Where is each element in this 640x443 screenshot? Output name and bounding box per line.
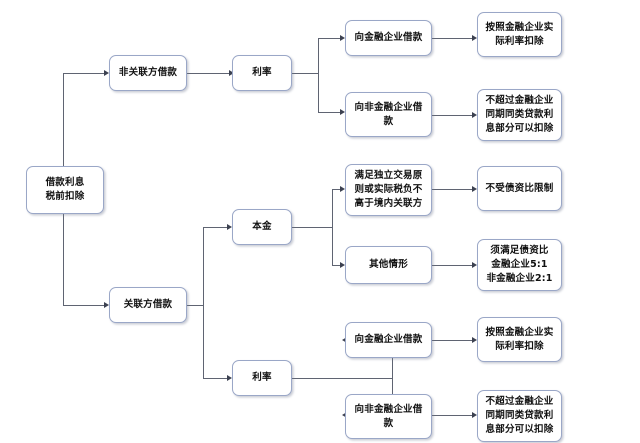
node-result-no-debt-equity-limit[interactable]: 不受债资比限制 <box>477 166 562 211</box>
node-principal[interactable]: 本金 <box>232 209 292 245</box>
node-result-nonfinancial-top[interactable]: 不超过金融企业 同期同类贷款利 息部分可以扣除 <box>477 89 562 141</box>
node-result-debt-equity-ratio-line2: 金融企业5:1 <box>491 259 548 271</box>
arrow-rate-top-to-fin <box>340 34 345 41</box>
arrow-nonfin-bottom-to-result <box>472 411 477 418</box>
edge-related-to-rate <box>203 378 229 379</box>
arrow-principal-to-armslength <box>340 185 345 192</box>
arrow-fin-bottom-to-result <box>472 336 477 343</box>
node-root-line1: 借款利息 <box>45 177 85 189</box>
arrow-armslength-to-result <box>472 185 477 192</box>
edge-rate-top-out <box>292 73 318 74</box>
node-root[interactable]: 借款利息 税前扣除 <box>26 166 104 214</box>
node-rate-top-label: 利率 <box>252 67 272 79</box>
edge-fin-top-to-result <box>432 38 474 39</box>
edge-related-to-principal <box>203 227 229 228</box>
edge-principal-out <box>292 227 332 228</box>
node-result-debt-equity-ratio[interactable]: 须满足债资比 金融企业5:1 非金融企业2:1 <box>477 239 562 291</box>
arrow-nonfin-top-to-result <box>472 111 477 118</box>
node-financial-loan-bottom-label: 向金融企业借款 <box>354 334 423 346</box>
arrow-related-to-rate <box>227 374 232 381</box>
node-result-financial-bottom[interactable]: 按照金融企业实 际利率扣除 <box>477 317 562 362</box>
node-result-debt-equity-ratio-line3: 非金融企业2:1 <box>486 272 553 284</box>
node-nonfinancial-loan-bottom[interactable]: 向非金融企业借 款 <box>345 394 432 439</box>
node-financial-loan-top-label: 向金融企业借款 <box>354 32 423 44</box>
node-other-case-label: 其他情形 <box>369 259 408 271</box>
edge-related-trunk <box>203 227 204 378</box>
node-rate-top[interactable]: 利率 <box>232 55 292 91</box>
edge-rate-top-to-nonfin <box>318 112 342 113</box>
node-result-nonfinancial-bottom-line1: 不超过金融企业 <box>485 396 554 408</box>
edge-nonrelated-to-rate <box>187 73 231 74</box>
edge-principal-trunk <box>332 189 333 265</box>
node-nonfinancial-loan-top[interactable]: 向非金融企业借 款 <box>345 92 432 137</box>
node-arms-length-line3: 高于境内关联方 <box>354 197 423 209</box>
node-result-financial-top-line2: 际利率扣除 <box>495 35 544 47</box>
edge-root-to-related <box>63 305 106 306</box>
edge-related-out <box>187 305 203 306</box>
node-related-party[interactable]: 关联方借款 <box>109 287 187 323</box>
node-nonfinancial-loan-top-line1: 向非金融企业借 <box>354 101 423 113</box>
node-arms-length-line2: 则或实际税负不 <box>354 184 423 196</box>
node-arms-length-condition[interactable]: 满足独立交易原 则或实际税负不 高于境内关联方 <box>345 164 432 216</box>
edge-nonfin-top-to-result <box>432 115 474 116</box>
arrow-rate-top-to-nonfin <box>340 108 345 115</box>
arrow-other-to-result <box>472 261 477 268</box>
node-result-debt-equity-ratio-line1: 须满足债资比 <box>490 245 549 257</box>
edge-nonfin-bottom-to-result <box>432 415 474 416</box>
node-non-related-party[interactable]: 非关联方借款 <box>109 55 187 91</box>
node-nonfinancial-loan-bottom-line1: 向非金融企业借 <box>354 403 423 415</box>
node-root-line2: 税前扣除 <box>45 191 85 202</box>
node-result-financial-bottom-line1: 按照金融企业实 <box>485 326 554 338</box>
arrow-principal-to-other <box>340 261 345 268</box>
node-arms-length-line1: 满足独立交易原 <box>354 170 423 182</box>
edge-rate-bottom-trunk <box>392 340 393 415</box>
node-nonfinancial-loan-bottom-line2: 款 <box>383 417 394 429</box>
node-rate-bottom[interactable]: 利率 <box>232 360 292 396</box>
node-result-financial-bottom-line2: 际利率扣除 <box>495 340 544 352</box>
node-related-party-label: 关联方借款 <box>123 299 173 311</box>
edge-fin-bottom-to-result <box>432 340 474 341</box>
node-result-nonfinancial-top-line1: 不超过金融企业 <box>485 95 554 107</box>
node-result-nonfinancial-top-line2: 同期同类贷款利 <box>485 109 554 121</box>
edge-rate-bottom-out <box>292 378 392 379</box>
arrow-nonrelated-to-rate <box>229 69 234 76</box>
arrow-root-to-nonrelated <box>104 69 109 76</box>
arrow-rate-bottom-to-nonfin <box>342 411 347 418</box>
node-result-financial-top-line1: 按照金融企业实 <box>485 21 554 33</box>
arrow-root-to-related <box>104 301 109 308</box>
node-result-nonfinancial-top-line3: 息部分可以扣除 <box>485 122 554 134</box>
node-result-financial-top[interactable]: 按照金融企业实 际利率扣除 <box>477 12 562 57</box>
node-other-case[interactable]: 其他情形 <box>345 246 432 284</box>
edge-rate-top-to-fin <box>318 38 342 39</box>
edge-principal-to-armslength <box>332 189 342 190</box>
edge-other-to-result <box>432 265 474 266</box>
node-nonfinancial-loan-top-line2: 款 <box>383 115 394 127</box>
node-result-nonfinancial-bottom-line2: 同期同类贷款利 <box>485 410 554 422</box>
edge-rate-top-trunk <box>318 38 319 112</box>
edge-principal-to-other <box>332 265 342 266</box>
node-principal-label: 本金 <box>252 221 272 233</box>
arrow-related-to-principal <box>227 223 232 230</box>
edge-armslength-to-result <box>432 189 474 190</box>
node-rate-bottom-label: 利率 <box>252 372 272 384</box>
node-financial-loan-bottom[interactable]: 向金融企业借款 <box>345 322 432 358</box>
arrow-rate-bottom-to-fin <box>342 336 347 343</box>
node-result-no-debt-equity-limit-label: 不受债资比限制 <box>485 182 554 194</box>
arrow-fin-top-to-result <box>472 34 477 41</box>
node-financial-loan-top[interactable]: 向金融企业借款 <box>345 20 432 56</box>
edge-root-to-nonrelated <box>63 73 106 74</box>
node-non-related-party-label: 非关联方借款 <box>118 67 178 79</box>
node-result-nonfinancial-bottom-line3: 息部分可以扣除 <box>485 423 554 435</box>
node-result-nonfinancial-bottom[interactable]: 不超过金融企业 同期同类贷款利 息部分可以扣除 <box>477 390 562 442</box>
